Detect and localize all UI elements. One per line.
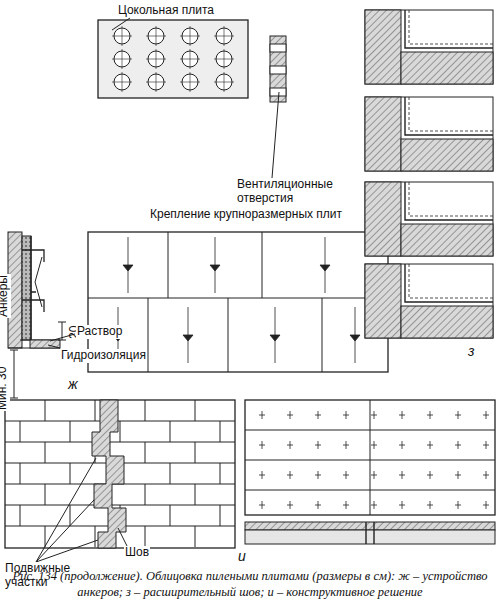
anchor	[22, 250, 44, 312]
brick-wall	[5, 400, 235, 548]
movement-joint	[92, 400, 126, 548]
leader-line	[36, 500, 94, 562]
leader-line	[36, 540, 98, 562]
section-joint	[366, 522, 374, 544]
construction-elevation	[245, 400, 495, 515]
leader-line	[272, 92, 279, 178]
part-label: Цокольная плита	[118, 4, 214, 18]
brick-courses	[5, 400, 235, 547]
leader-line	[35, 257, 42, 282]
part-label: Раствор	[76, 325, 123, 339]
leader-line	[118, 528, 128, 548]
part-label: Анкеры	[0, 274, 11, 318]
slab-joints	[245, 400, 495, 515]
figure-letter: ж	[68, 376, 78, 392]
figure-caption: Рис. 134 (продолжение). Облицовка пилены…	[12, 569, 488, 600]
part-label: Вентиляционные отверстия	[236, 178, 348, 206]
part-label: Шов	[124, 546, 150, 560]
section-strip	[245, 522, 495, 530]
anchor-ticks	[259, 411, 489, 509]
dimension-line	[10, 350, 18, 398]
cladding-slab-section	[31, 236, 36, 340]
plinth-slab	[98, 20, 248, 98]
part-label: Гидроизоляция	[60, 349, 147, 363]
leader-line	[36, 458, 96, 562]
section-heading: Крепление крупноразмерных плит	[150, 208, 342, 222]
vent-hole-sections	[270, 44, 286, 96]
leader-line	[112, 18, 130, 30]
figure-letter: з	[468, 343, 475, 359]
waterproofing	[30, 340, 60, 348]
expansion-joint-details	[365, 10, 493, 338]
slab-section	[270, 36, 286, 102]
vent-holes	[112, 26, 234, 92]
figure-letter: и	[238, 548, 246, 564]
leader-line	[48, 345, 60, 348]
leader-line	[35, 282, 42, 307]
dimension-label: Мин. 30	[0, 366, 10, 411]
section-strip	[245, 530, 495, 544]
anchor-symbols	[113, 237, 360, 363]
mortar-layer	[22, 236, 31, 340]
base-line	[8, 340, 60, 348]
